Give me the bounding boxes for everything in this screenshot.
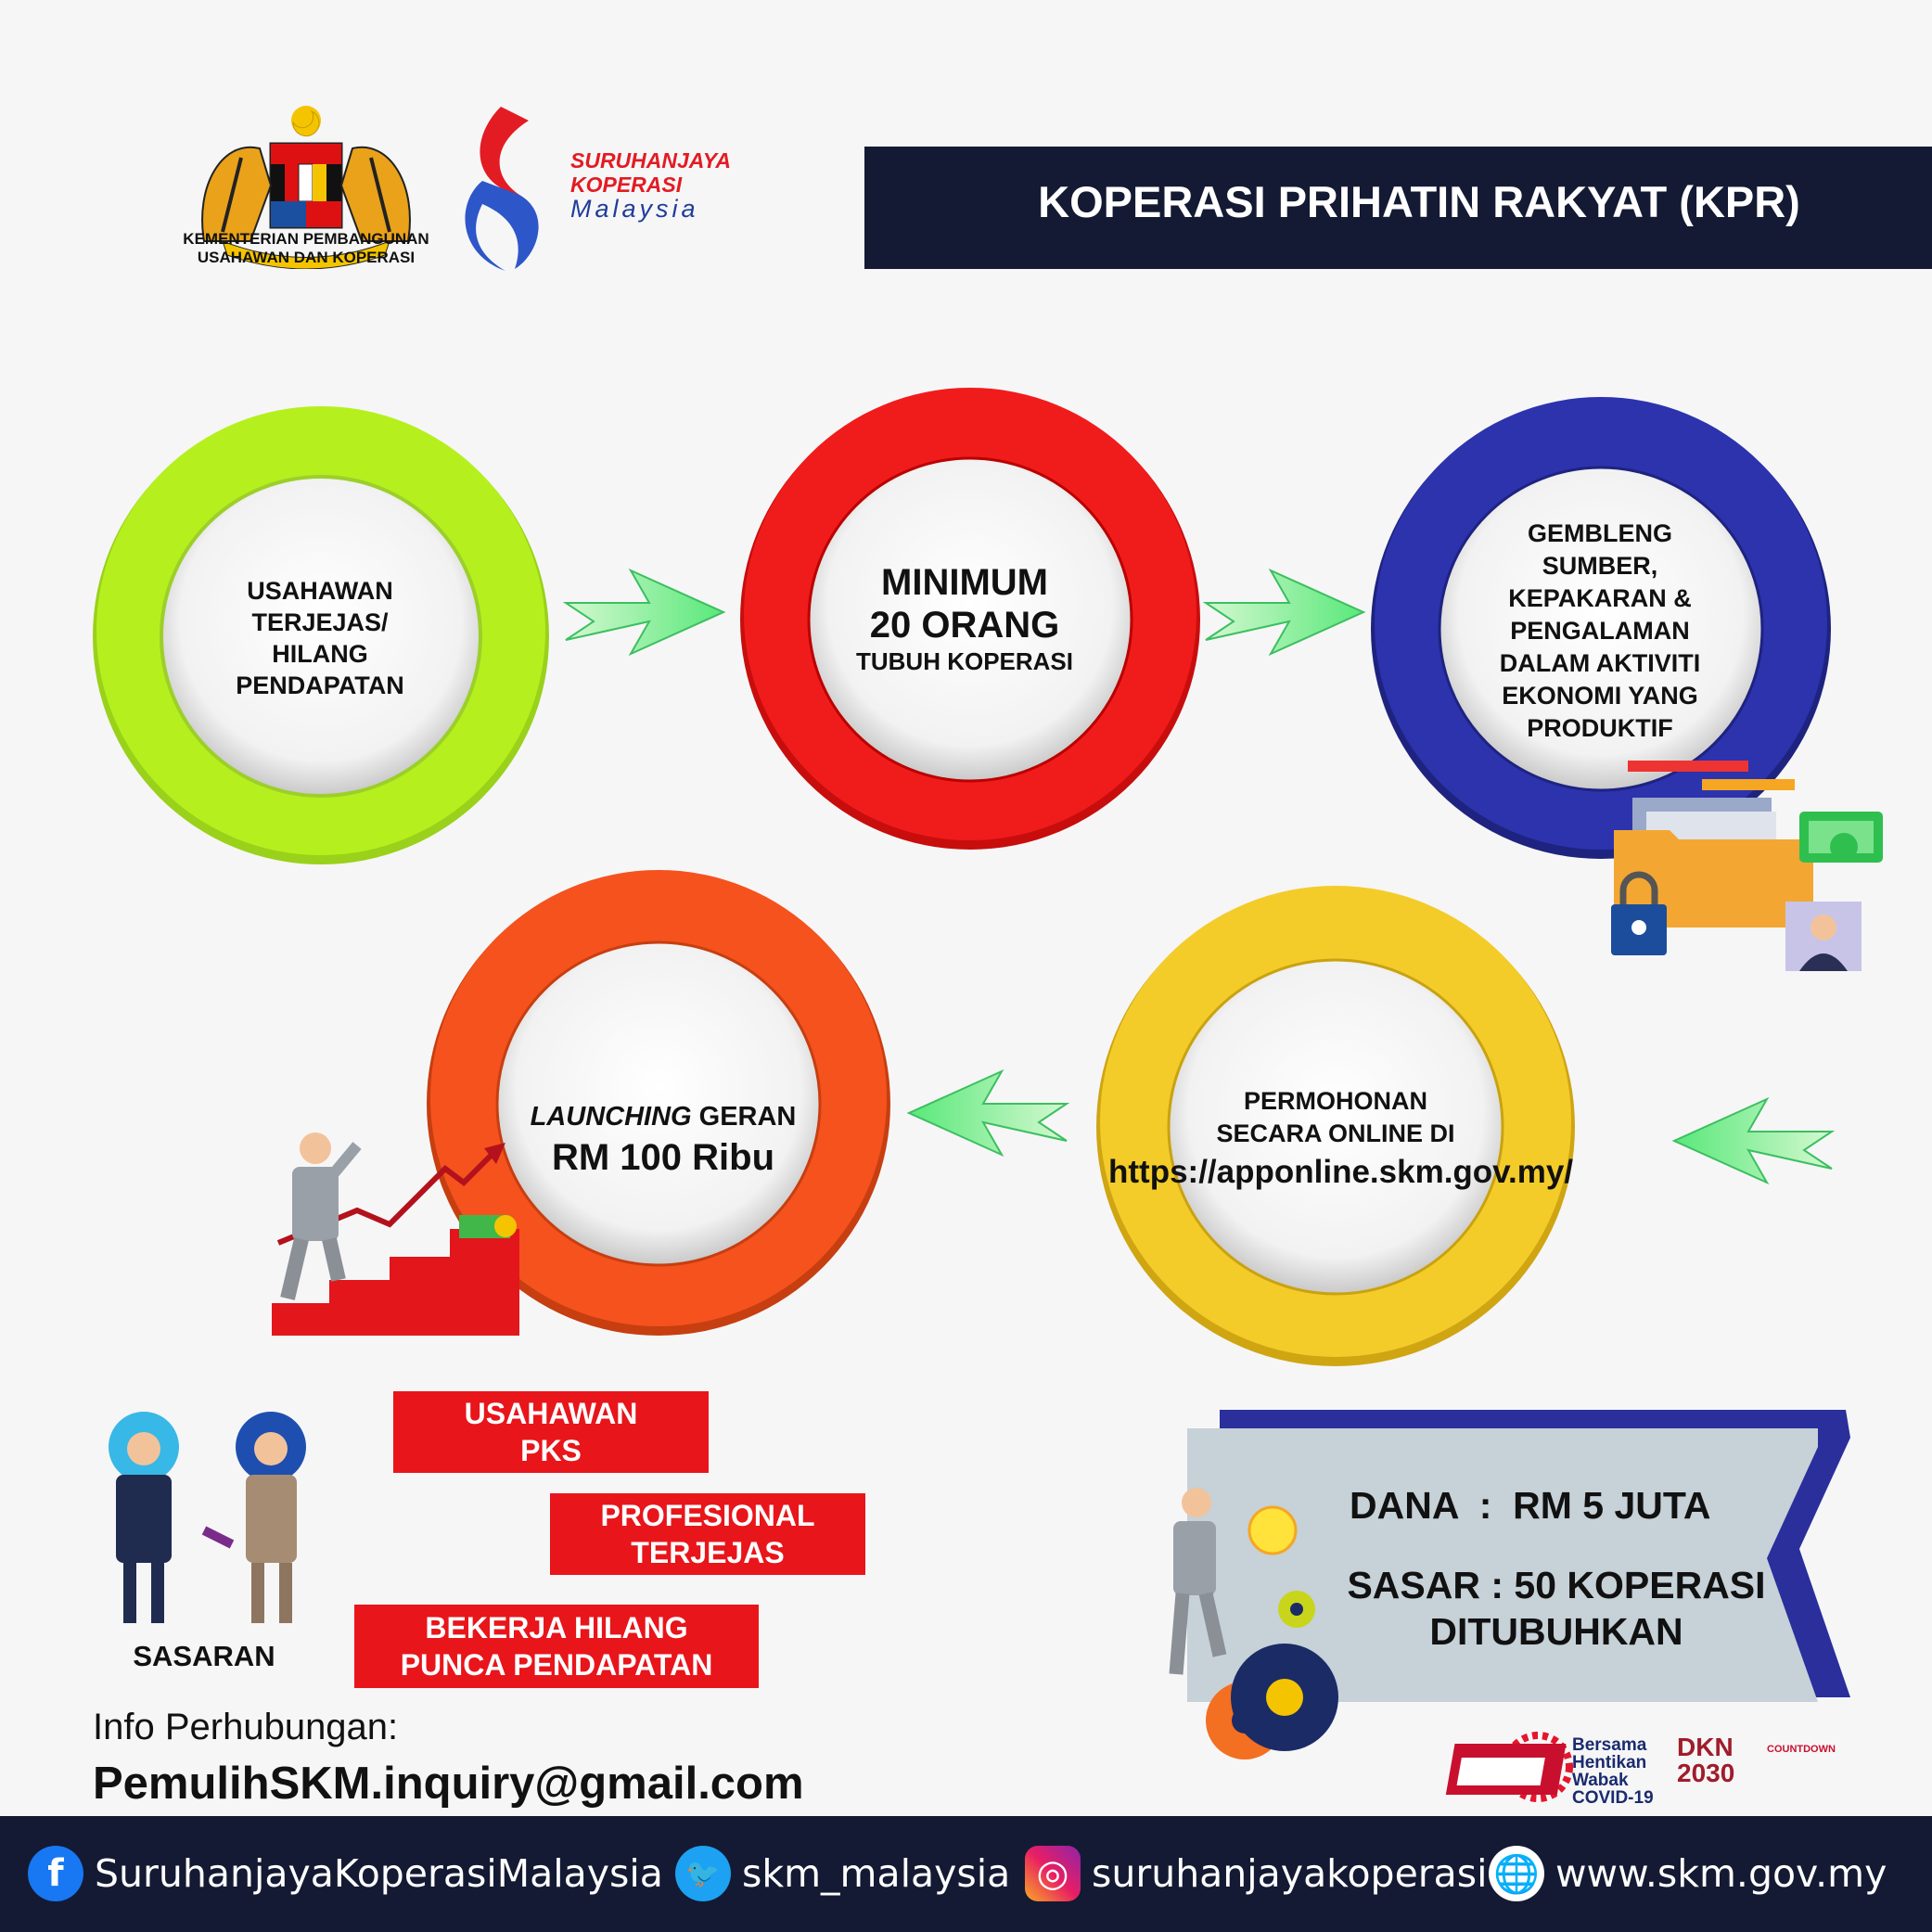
ring-step1 <box>93 406 549 864</box>
title-bar <box>864 147 1932 269</box>
step3-text: GEMBLENG SUMBER, KEPAKARAN & PENGALAMAN … <box>1499 519 1701 742</box>
fund-target: SASAR : 50 KOPERASI DITUBUHKAN <box>1347 1564 1766 1653</box>
dkn-badge: DKN 2030 <box>1677 1733 1735 1787</box>
step1-text: USAHAWAN TERJEJAS/ HILANG PENDAPATAN <box>236 577 404 699</box>
contact-email[interactable]: PemulihSKM.inquiry@gmail.com <box>93 1759 804 1809</box>
instagram-icon: ◎ <box>1025 1846 1081 1901</box>
arrow-step4-to-step5 <box>906 1068 1070 1158</box>
growth-stairs-illustration <box>272 1132 519 1336</box>
skm-name: SURUHANJAYA KOPERASI Malaysia <box>570 148 731 223</box>
arrow-step2-to-step3 <box>1202 568 1366 657</box>
fund-amount: DANA : RM 5 JUTA <box>1350 1484 1711 1527</box>
globe-search-icon: 🌐 <box>1489 1846 1544 1901</box>
ministry-crest-logo <box>201 106 411 269</box>
ring-step5 <box>427 870 890 1336</box>
countdown-badge-logo <box>1445 1744 1567 1795</box>
contact-label: Info Perhubungan: <box>93 1707 399 1747</box>
skm-logo <box>465 107 539 271</box>
idea-gears-illustration <box>1169 1488 1338 1759</box>
footer-instagram[interactable]: ◎ suruhanjayakoperasi <box>1025 1846 1488 1901</box>
countdown-badge-text: COUNTDOWN <box>1767 1744 1836 1755</box>
ring-step3 <box>1371 397 1831 859</box>
arrow-into-step4 <box>1671 1096 1836 1185</box>
target-tag-profesional: PROFESIONAL TERJEJAS <box>550 1493 865 1575</box>
twitter-icon: 🐦 <box>675 1846 731 1901</box>
step5-text: LAUNCHING GERAN RM 100 Ribu <box>530 1102 797 1178</box>
covid-badge-text: Bersama Hentikan Wabak COVID-19 <box>1572 1735 1654 1808</box>
target-tag-usahawan-pks: USAHAWAN PKS <box>393 1391 709 1473</box>
step4-text: PERMOHONAN SECARA ONLINE DI https://appo… <box>1108 1085 1574 1195</box>
step2-text: MINIMUM 20 ORANG TUBUH KOPERASI <box>855 562 1073 675</box>
folder-security-illustration <box>1611 761 1883 971</box>
arrow-step1-to-step2 <box>562 568 726 657</box>
facebook-icon: f <box>28 1846 83 1901</box>
apponline-link[interactable]: https://apponline.skm.gov.my/ <box>1108 1154 1574 1190</box>
footer-website[interactable]: 🌐 www.skm.gov.my <box>1489 1846 1887 1901</box>
footer-facebook[interactable]: f SuruhanjayaKoperasiMalaysia <box>28 1846 663 1901</box>
footer-bar <box>0 1816 1932 1932</box>
target-tag-bekerja: BEKERJA HILANG PUNCA PENDAPATAN <box>354 1605 759 1688</box>
target-people-illustration <box>109 1412 306 1623</box>
target-label: SASARAN <box>133 1640 275 1672</box>
page-title: KOPERASI PRIHATIN RAKYAT (KPR) <box>1038 177 1800 226</box>
ring-step4 <box>1096 886 1575 1366</box>
ministry-name: KEMENTERIAN PEMBANGUNAN USAHAWAN DAN KOP… <box>183 230 429 266</box>
fund-banner <box>1187 1410 1850 1702</box>
footer-twitter[interactable]: 🐦 skm_malaysia <box>675 1846 1010 1901</box>
ring-step2 <box>740 388 1200 850</box>
